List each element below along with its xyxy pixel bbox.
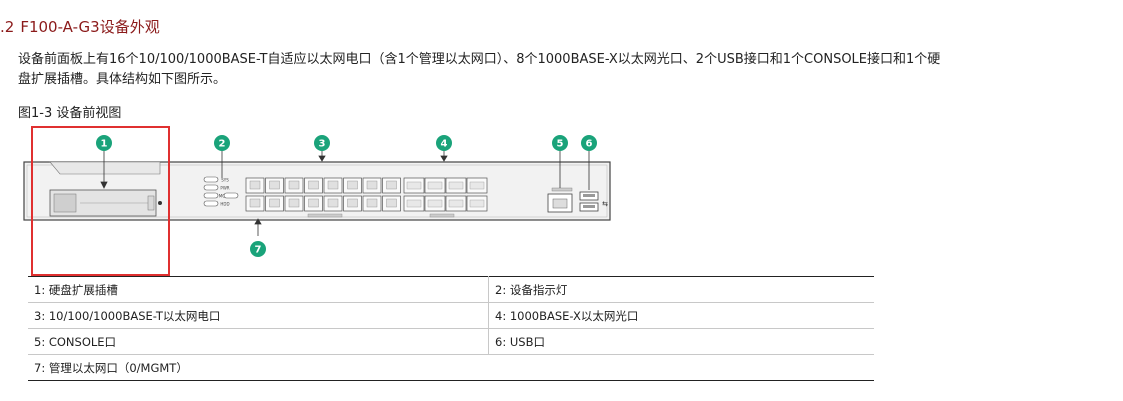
description-paragraph: 设备前面板上有16个10/100/1000BASE-T自适应以太网电口（含1个管…: [18, 52, 941, 87]
rj45-port: [382, 195, 401, 212]
callout-3: 3: [314, 135, 330, 151]
rj45-port: [343, 177, 362, 194]
rj45-port: [245, 195, 265, 212]
svg-text:5: 5: [557, 139, 564, 150]
table-row: 1: 硬盘扩展插槽 2: 设备指示灯: [28, 276, 874, 303]
console-port: [547, 187, 573, 213]
section-heading: .2 F100-A-G3设备外观: [0, 16, 160, 37]
legend-cell: 2: 设备指示灯: [488, 276, 874, 303]
rj45-port: [382, 177, 401, 194]
device-front-view-figure: SYS PWR MGMT HDD ⇆ 1 2 3 4 5 6 7: [23, 126, 611, 276]
svg-text:3: 3: [319, 139, 326, 150]
callout-5: 5: [552, 135, 568, 151]
usb-symbol-icon: ⇆: [602, 200, 608, 208]
callout-markers: 1 2 3 4 5 6 7: [96, 135, 597, 257]
callout-7: 7: [250, 241, 266, 257]
sfp-port: [445, 177, 467, 194]
usb-ports: ⇆: [579, 191, 608, 212]
legend-cell: 4: 1000BASE-X以太网光口: [488, 302, 874, 329]
led-label-2: PWR: [220, 186, 229, 191]
legend-cell: 1: 硬盘扩展插槽: [28, 276, 489, 303]
rj45-port: [304, 195, 323, 212]
hdd-expansion-slot: [49, 189, 162, 217]
sfp-ports: [403, 177, 488, 212]
rj45-port: [265, 195, 284, 212]
callout-2: 2: [214, 135, 230, 151]
callout-leaders: [100, 150, 590, 236]
svg-text:4: 4: [441, 139, 448, 150]
legend-table: 1: 硬盘扩展插槽 2: 设备指示灯 3: 10/100/1000BASE-T以…: [28, 276, 874, 381]
legend-cell: 6: USB口: [488, 328, 874, 355]
sfp-port: [466, 195, 488, 212]
rj45-port: [343, 195, 362, 212]
led-indicators: SYS PWR MGMT HDD: [203, 176, 239, 207]
legend-cell: 3: 10/100/1000BASE-T以太网电口: [28, 302, 489, 329]
rj45-port: [323, 177, 343, 194]
figure-caption: 图1-3 设备前视图: [18, 106, 122, 121]
rj45-port: [362, 177, 382, 194]
section-title: F100-A-G3设备外观: [20, 18, 160, 36]
rj45-port: [362, 195, 382, 212]
table-row: 3: 10/100/1000BASE-T以太网电口 4: 1000BASE-X以…: [28, 302, 874, 329]
highlight-box: [31, 126, 170, 276]
sfp-port: [424, 177, 446, 194]
callout-1: 1: [96, 135, 112, 151]
sfp-port: [466, 177, 488, 194]
section-number: .2: [0, 18, 15, 36]
rj45-port: [284, 195, 304, 212]
svg-text:2: 2: [219, 139, 226, 150]
legend-cell: 5: CONSOLE口: [28, 328, 489, 355]
svg-text:6: 6: [586, 139, 593, 150]
table-row: 5: CONSOLE口 6: USB口: [28, 328, 874, 355]
sfp-port: [403, 177, 425, 194]
table-row: 7: 管理以太网口（0/MGMT）: [28, 354, 874, 381]
callout-4: 4: [436, 135, 452, 151]
rj45-port: [245, 177, 265, 194]
rj45-port: [304, 177, 323, 194]
led-label-1: SYS: [221, 178, 229, 183]
svg-text:1: 1: [101, 139, 108, 150]
sfp-port: [424, 195, 446, 212]
sfp-port: [445, 195, 467, 212]
rj45-port: [323, 195, 343, 212]
rj45-port: [284, 177, 304, 194]
legend-cell: 7: 管理以太网口（0/MGMT）: [28, 354, 874, 381]
svg-text:7: 7: [255, 245, 262, 256]
sfp-port: [403, 195, 425, 212]
led-label-4: HDD: [220, 202, 229, 207]
callout-6: 6: [581, 135, 597, 151]
rj45-ports: [245, 177, 401, 212]
rj45-port: [265, 177, 284, 194]
